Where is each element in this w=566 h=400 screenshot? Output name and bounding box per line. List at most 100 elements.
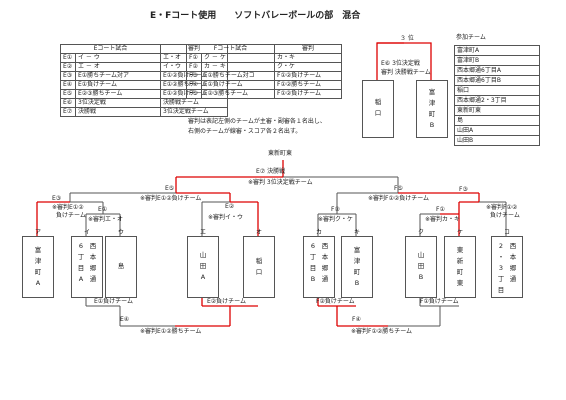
team-name-char: 通 bbox=[321, 275, 329, 283]
team-name-char: 東 bbox=[456, 279, 464, 287]
f3-label: F③ bbox=[459, 186, 468, 193]
team-name-char: B bbox=[418, 273, 424, 281]
team-name-char: 津 bbox=[353, 257, 361, 265]
f2-label: F② bbox=[331, 206, 340, 213]
participants-header: 参加チーム bbox=[456, 34, 486, 41]
team-name-char: 目 bbox=[497, 286, 505, 294]
team-name-char: A bbox=[200, 273, 206, 281]
team-name-char: 富 bbox=[34, 246, 42, 254]
team-name-char: 西 bbox=[321, 242, 329, 250]
team-name-char: 3 bbox=[498, 264, 504, 272]
f2-loser-label: F②負けチーム bbox=[316, 298, 355, 305]
team-letter: カ bbox=[316, 229, 323, 236]
team-letter: キ bbox=[354, 229, 361, 236]
page-title: E・Fコート使用 ソフトバレーボールの部 混合 bbox=[150, 11, 361, 21]
team-name-char: 津 bbox=[34, 257, 42, 265]
team-box: ケ東新町東 bbox=[444, 229, 476, 298]
third-place-ref: 審判 決勝戦チーム bbox=[381, 69, 431, 76]
e4-label: E④ bbox=[120, 316, 130, 323]
team-name-char: 山 bbox=[199, 251, 207, 259]
team-name-char: 山 bbox=[417, 251, 425, 259]
f5-label: F⑤ bbox=[394, 185, 403, 192]
team-name-char: 島 bbox=[117, 262, 125, 270]
team-name-char: 6 bbox=[310, 242, 316, 250]
team-letter: ウ bbox=[118, 229, 125, 236]
team-name-char: 町 bbox=[456, 268, 464, 276]
team-letter: エ bbox=[200, 229, 207, 236]
team-name-char: 稲 bbox=[255, 257, 263, 265]
team-name-char: 郷 bbox=[509, 264, 517, 272]
team-name-char: 郷 bbox=[321, 264, 329, 272]
f4-label: F④ bbox=[352, 316, 361, 323]
team-char: 町 bbox=[428, 110, 436, 118]
e1-label: E① bbox=[98, 206, 108, 213]
e5-ref: ※審判E①②負けチーム bbox=[140, 195, 202, 202]
e1-ref: ※審判エ・オ bbox=[88, 216, 124, 223]
team-name-char: 通 bbox=[509, 275, 517, 283]
f1-loser-label: F①負けチーム bbox=[420, 298, 459, 305]
team-name-char: A bbox=[78, 275, 84, 283]
f1-ref: ※審判カ・キ bbox=[425, 216, 461, 223]
team-letter: オ bbox=[256, 229, 263, 236]
f3-ref-1: ※審判F①② bbox=[486, 204, 518, 211]
third-place-team-right: 富 津 町 B bbox=[416, 80, 448, 138]
team-box: オ稲口 bbox=[243, 229, 275, 298]
e3-label: E③ bbox=[52, 195, 62, 202]
participants-table: 富津町A 富津町B 西本郷通6丁目A 西本郷通6丁目B 稲口 西本郷通2・3丁目… bbox=[454, 45, 540, 146]
team-name-char: 目 bbox=[309, 264, 317, 272]
match-ref: 3位決定戦チーム bbox=[160, 107, 228, 117]
team-char: 富 bbox=[428, 88, 436, 96]
f5-ref: ※審判F①②負けチーム bbox=[368, 195, 430, 202]
team-letter: ク bbox=[418, 229, 425, 236]
third-place-match: E⑥ 3位決定戦 bbox=[381, 60, 420, 67]
team-name-char: 郷 bbox=[89, 264, 97, 272]
team-name-char: ・ bbox=[497, 253, 505, 261]
team-name-char: B bbox=[354, 279, 360, 287]
team-letter: イ bbox=[84, 229, 91, 236]
team-name-char: 富 bbox=[353, 246, 361, 254]
team-name-char: 口 bbox=[255, 268, 263, 276]
champion-name: 東新町東 bbox=[268, 150, 293, 157]
team-char: 口 bbox=[374, 109, 382, 117]
third-place-connector bbox=[376, 42, 432, 80]
f2-ref: ※審判ク・ケ bbox=[318, 216, 353, 223]
referee-note-1: 審判は表記左側のチームが主審・副審各１名出し、 bbox=[188, 118, 326, 125]
team-name-char: 通 bbox=[89, 275, 97, 283]
team-name-char: 本 bbox=[89, 253, 97, 261]
team-name-char: 目 bbox=[77, 264, 85, 272]
third-place-team-left: 稲 口 bbox=[362, 80, 394, 138]
team-name-char: A bbox=[35, 279, 41, 287]
e3-ref-2: 負けチーム bbox=[56, 212, 86, 219]
team-name-char: 本 bbox=[509, 253, 517, 261]
team-box: ウ島 bbox=[105, 229, 137, 298]
team-char: 稲 bbox=[374, 98, 382, 106]
e2-label: E② bbox=[225, 203, 235, 210]
team-name-char: 町 bbox=[34, 268, 42, 276]
team-letter: ア bbox=[35, 229, 42, 236]
final-ref: ※審判 3位決定戦チーム bbox=[248, 179, 313, 186]
final-label: E⑦ 決勝戦 bbox=[256, 168, 286, 175]
referee-note-2: 右側のチームが線審・スコア各２名出す。 bbox=[188, 128, 302, 135]
team-name-char: 2 bbox=[498, 242, 504, 250]
team-name-char: 田 bbox=[417, 262, 425, 270]
team-char: 津 bbox=[428, 99, 436, 107]
f4-ref: ※審判F①②勝ちチーム bbox=[351, 328, 413, 335]
team-letter: ケ bbox=[457, 229, 464, 236]
team-name-char: 東 bbox=[456, 246, 464, 254]
f1-label: F① bbox=[436, 206, 445, 213]
team-char: B bbox=[429, 121, 435, 129]
team-name-char: 町 bbox=[353, 268, 361, 276]
team-name-char: 西 bbox=[509, 242, 517, 250]
match-ref: F①②負けチーム bbox=[274, 89, 342, 99]
third-place-label: ３ 位 bbox=[400, 35, 414, 42]
e2-loser-label: E②負けチーム bbox=[207, 298, 246, 305]
team-name-char: 西 bbox=[89, 242, 97, 250]
team-name-char: 新 bbox=[456, 257, 464, 265]
